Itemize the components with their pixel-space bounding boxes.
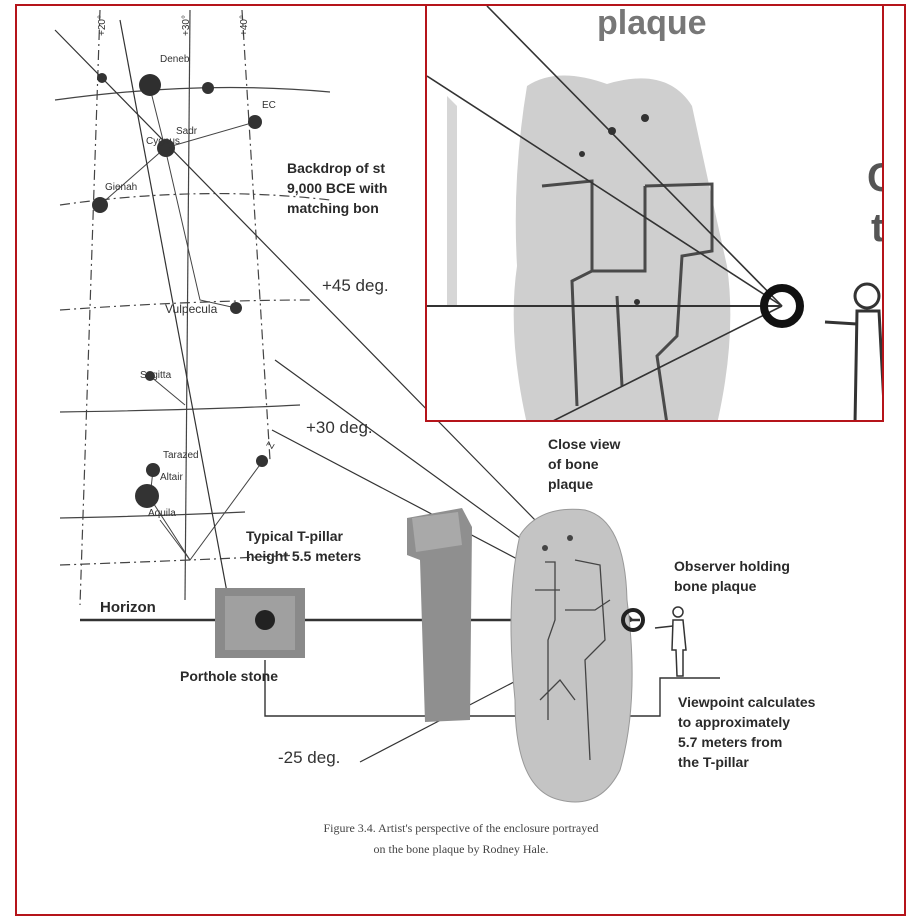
star-label-ec: EC xyxy=(262,100,276,111)
grid-label-30: +30° xyxy=(181,15,192,36)
porthole-label: Porthole stone xyxy=(180,666,278,686)
star-label-aquila: Aquila xyxy=(148,508,176,519)
star-deneb xyxy=(139,74,161,96)
close-view-label: Close view of bone plaque xyxy=(548,434,620,494)
star-label-sadr: Sadr xyxy=(176,126,197,137)
observer-figure xyxy=(655,607,686,676)
star-gienah xyxy=(92,197,108,213)
inset-drawing xyxy=(427,6,884,422)
deg-neg25-label: -25 deg. xyxy=(278,748,340,768)
bone-plaque xyxy=(511,509,632,802)
inset-zoom-view: plaque C t xyxy=(425,4,884,422)
porthole-stone xyxy=(215,588,305,658)
t-pillar-label: Typical T-pillar height 5.5 meters xyxy=(246,526,361,566)
backdrop-label: Backdrop of st 9,000 BCE with matching b… xyxy=(287,158,387,218)
star-label-cygnus: Cygnus xyxy=(146,136,180,147)
figure-caption: Figure 3.4. Artist's perspective of the … xyxy=(0,818,922,860)
deg-30-label: +30 deg. xyxy=(306,418,373,438)
caption-line-1: Figure 3.4. Artist's perspective of the … xyxy=(0,818,922,839)
grid-label-20: +20° xyxy=(97,15,108,36)
star-label-tarazed: Tarazed xyxy=(163,450,199,461)
star-altair xyxy=(135,484,159,508)
star-label-gienah: Gienah xyxy=(105,182,137,193)
viewpoint-label: Viewpoint calculates to approximately 5.… xyxy=(678,692,815,772)
star-label-vulpecula: Vulpecula xyxy=(165,302,217,316)
deg-45-label: +45 deg. xyxy=(322,276,389,296)
star-label-deneb: Deneb xyxy=(160,54,189,65)
observer-label: Observer holding bone plaque xyxy=(674,556,790,596)
ground-line xyxy=(265,660,720,716)
caption-line-2: on the bone plaque by Rodney Hale. xyxy=(0,839,922,860)
star-dots xyxy=(92,73,268,508)
star-label-altair: Altair xyxy=(160,472,183,483)
t-pillar xyxy=(407,508,472,722)
star-label-sagitta: Sagitta xyxy=(140,370,171,381)
horizon-label: Horizon xyxy=(100,598,156,618)
grid-label-40: +40° xyxy=(239,15,250,36)
